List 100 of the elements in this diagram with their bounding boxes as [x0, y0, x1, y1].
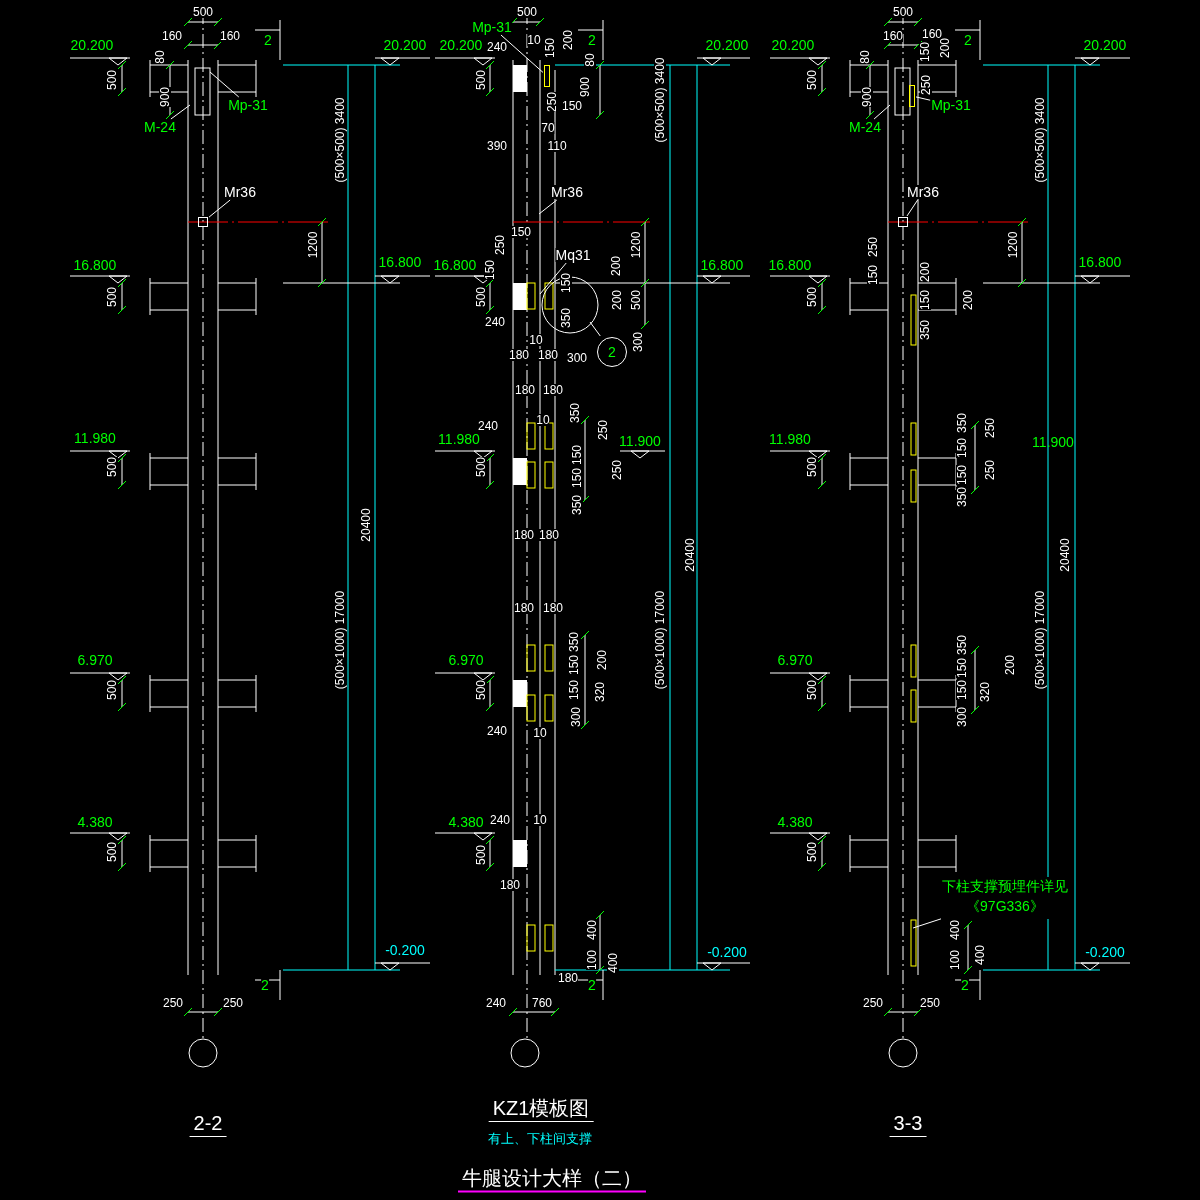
dimension-text: (500×500) 3400: [334, 97, 346, 183]
leader-line: [873, 104, 891, 120]
dimension-text: 250: [920, 75, 932, 95]
dimension-text: 200: [962, 290, 974, 310]
section-mark: 2: [961, 978, 969, 992]
dimension-text: 160: [922, 28, 942, 40]
leader-line: [208, 199, 231, 218]
dimension-text: 900: [861, 87, 873, 107]
dimension-text: 350: [956, 413, 968, 433]
dimension-text: 500: [106, 457, 118, 477]
dimension-text: 150: [919, 290, 931, 310]
elevation-text: 16.800: [378, 255, 422, 269]
elevation-text: 4.380: [448, 815, 484, 829]
part-label: Mr36: [551, 185, 583, 199]
dimension-text: 180: [515, 384, 535, 396]
dimension-text: 350: [568, 632, 580, 652]
dimension-text: 10: [527, 34, 541, 46]
dimension-text: 150: [511, 226, 531, 238]
dimension-text: 500: [193, 6, 213, 18]
view-title: 3-3: [889, 1113, 927, 1137]
dimension-text: 200: [1004, 655, 1016, 675]
section-mark: 2: [264, 33, 272, 47]
section-mark: 2: [588, 978, 596, 992]
elevation-text: 6.970: [777, 653, 813, 667]
part-label: Mp-31: [931, 98, 971, 112]
part-label: M-24: [144, 120, 176, 134]
dimension-text: 350: [919, 320, 931, 340]
dimension-text: 350: [560, 308, 572, 328]
dimension-text: 180: [500, 879, 520, 891]
dimension-text: 1200: [630, 231, 642, 259]
note-text: 下柱支撑预埋件详见: [942, 879, 1068, 893]
leader-line: [906, 199, 919, 217]
dimension-text: 250: [546, 92, 558, 112]
elevation-text: 20.200: [439, 38, 483, 52]
dimension-text: 20400: [1059, 538, 1071, 572]
leader-line: [170, 104, 191, 120]
dimension-text: 150: [562, 100, 582, 112]
dimension-text: 150: [571, 445, 583, 465]
leader-line: [915, 96, 931, 101]
dimension-text: 300: [632, 332, 644, 352]
dimension-text: 150: [919, 42, 931, 62]
dimension-text: 320: [979, 682, 991, 702]
detail-callout: 2: [597, 337, 627, 367]
elevation-text: 20.200: [70, 38, 114, 52]
dimension-text: 150: [571, 468, 583, 488]
elevation-text: 6.970: [77, 653, 113, 667]
dimension-text: 250: [611, 460, 623, 480]
dimension-text: 400: [949, 920, 961, 940]
embedded-plate: [898, 217, 908, 227]
dimension-text: 200: [562, 30, 574, 50]
dimension-text: 500: [106, 842, 118, 862]
view-title: 2-2: [189, 1113, 227, 1137]
dimension-text: (500×1000) 17000: [334, 590, 346, 690]
dimension-text: 250: [863, 997, 883, 1009]
dimension-text: 500: [475, 287, 487, 307]
dimension-text: 80: [859, 50, 871, 64]
dimension-text: 760: [532, 997, 552, 1009]
dimension-text: 500: [806, 287, 818, 307]
dimension-text: 180: [558, 972, 578, 984]
dimension-text: 400: [974, 945, 986, 965]
elevation-text: 16.800: [73, 258, 117, 272]
dimension-text: 500: [475, 70, 487, 90]
dimension-text: 240: [490, 814, 510, 826]
dimension-text: (500×1000) 17000: [654, 590, 666, 690]
dimension-text: 10: [533, 727, 547, 739]
elevation-text: -0.200: [707, 945, 747, 959]
elevation-text: 11.980: [74, 431, 116, 445]
dimension-text: 150: [560, 273, 572, 293]
section-mark: 2: [588, 33, 596, 47]
dimension-text: 250: [223, 997, 243, 1009]
section-mark: 2: [964, 33, 972, 47]
dimension-text: 70: [541, 122, 555, 134]
dimension-text: 10: [536, 414, 550, 426]
dimension-text: 160: [162, 30, 182, 42]
dimension-text: 500: [106, 680, 118, 700]
dimension-text: 900: [159, 87, 171, 107]
dimension-text: 500: [630, 290, 642, 310]
dimension-text: 150: [544, 38, 556, 58]
dimension-text: 160: [883, 30, 903, 42]
embedded-plate: [198, 217, 208, 227]
dimension-text: (500×500) 3400: [1034, 97, 1046, 183]
dimension-text: 350: [956, 487, 968, 507]
elevation-text: 6.970: [448, 653, 484, 667]
leader-line: [538, 199, 558, 215]
dimension-text: 180: [514, 602, 534, 614]
dimension-text: 20400: [360, 508, 372, 542]
dimension-text: 250: [494, 235, 506, 255]
dimension-text: 500: [806, 457, 818, 477]
elevation-text: 11.900: [619, 434, 661, 448]
dimension-text: 200: [596, 650, 608, 670]
view-title: KZ1模板图: [488, 1098, 594, 1122]
elevation-text: 11.980: [769, 432, 811, 446]
part-label: Mq31: [555, 248, 591, 262]
dimension-text: (500×500) 3400: [654, 57, 666, 143]
elevation-text: 20.200: [705, 38, 749, 52]
dimension-text: 150: [956, 438, 968, 458]
leader-line: [209, 71, 240, 98]
dimension-text: 350: [569, 403, 581, 423]
dimension-text: 180: [543, 602, 563, 614]
dimension-text: 500: [475, 457, 487, 477]
